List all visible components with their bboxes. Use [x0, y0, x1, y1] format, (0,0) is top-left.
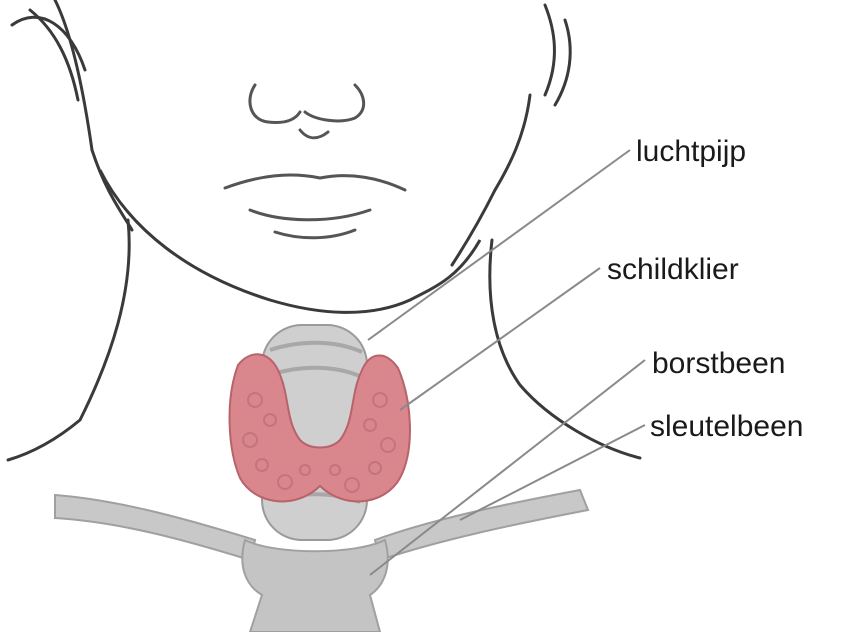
- head-outline-right: [452, 5, 570, 265]
- mouth: [225, 175, 405, 238]
- label-thyroid: schildklier: [607, 255, 739, 285]
- label-sternum: borstbeen: [652, 349, 785, 379]
- leader-line-sternum: [370, 360, 645, 575]
- label-trachea: luchtpijp: [636, 137, 746, 167]
- leader-line-trachea: [368, 150, 630, 340]
- jaw-outline: [100, 170, 480, 312]
- label-clavicle: sleutelbeen: [650, 412, 803, 442]
- nose: [250, 85, 364, 138]
- sternum-shape: [242, 540, 387, 632]
